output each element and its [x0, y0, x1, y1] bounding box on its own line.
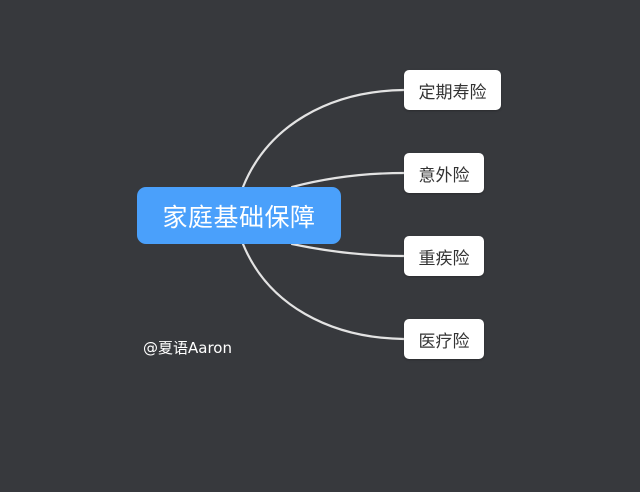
connector-root-to-term-life — [241, 88, 406, 189]
branch-node-term-life-insurance[interactable]: 定期寿险 — [404, 70, 501, 110]
root-node-label: 家庭基础保障 — [162, 202, 316, 232]
branch-node-label: 重疾险 — [418, 248, 470, 269]
branch-node-accident-insurance[interactable]: 意外险 — [404, 153, 484, 193]
root-node-family-basic-protection[interactable]: 家庭基础保障 — [137, 187, 341, 244]
author-watermark: @夏语Aaron — [143, 339, 232, 357]
connector-root-to-medical — [241, 242, 406, 341]
branch-node-critical-illness-insurance[interactable]: 重疾险 — [404, 236, 484, 276]
connector-root-to-accident — [290, 171, 406, 189]
branch-node-label: 意外险 — [418, 165, 470, 186]
branch-node-label: 定期寿险 — [418, 82, 487, 103]
branch-node-medical-insurance[interactable]: 医疗险 — [404, 319, 484, 359]
branch-node-label: 医疗险 — [418, 331, 470, 352]
connector-root-to-critical-illness — [290, 242, 406, 258]
